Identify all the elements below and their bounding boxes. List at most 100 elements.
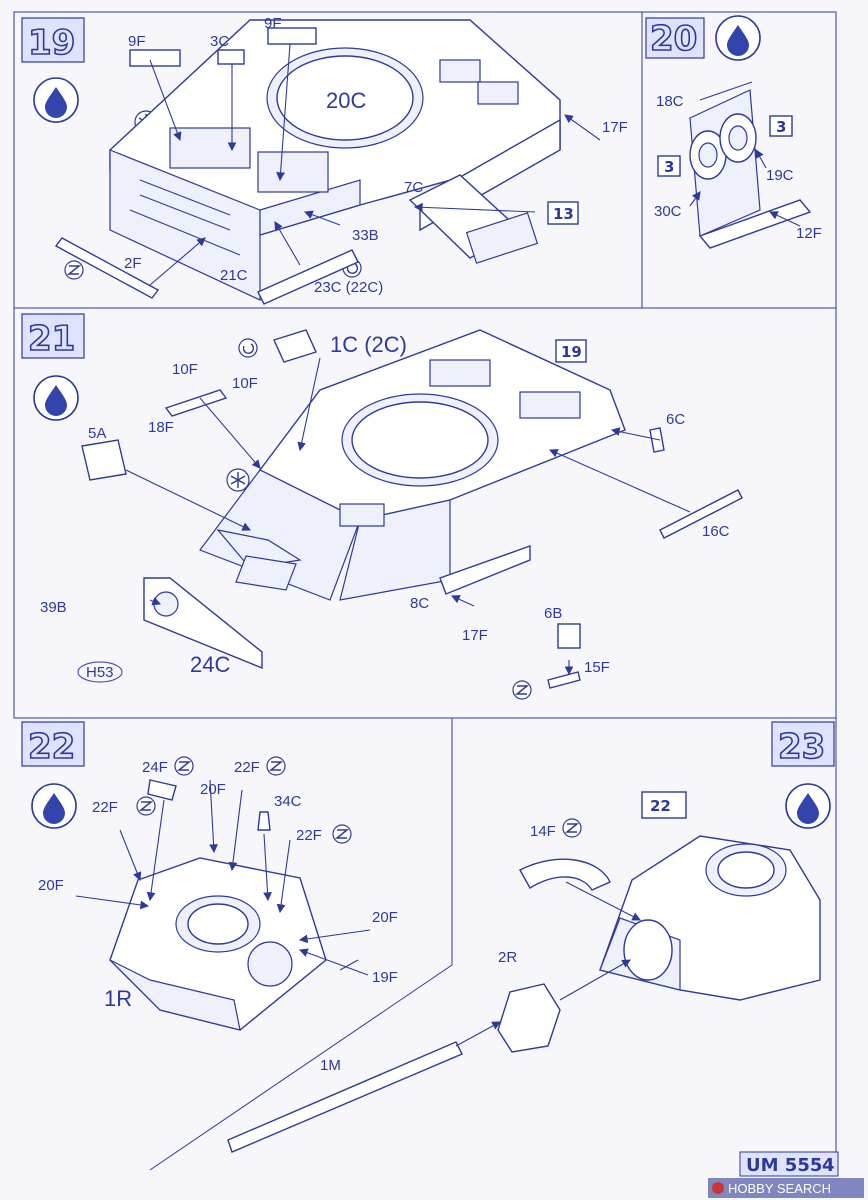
steps-22-23-frame <box>14 717 837 1171</box>
label-17F: 17F <box>602 119 628 136</box>
label-22F-b: 22F <box>92 799 118 816</box>
step-21-number: 21 <box>28 319 75 359</box>
label-20F-a: 20F <box>200 781 226 798</box>
part-15F <box>547 671 581 689</box>
label-8C: 8C <box>410 595 429 612</box>
part-9F-a <box>129 49 181 67</box>
step-19-number: 19 <box>28 23 75 63</box>
watermark: HOBBY SEARCH <box>728 1181 831 1196</box>
label-6B: 6B <box>544 605 562 622</box>
label-5A: 5A <box>88 425 106 442</box>
label-20F-b: 20F <box>38 877 64 894</box>
step-23: 23 22 14F 2R <box>455 721 835 1053</box>
cut-icon <box>332 824 352 844</box>
step-23-badge: 23 <box>771 721 835 768</box>
label-H53: H53 <box>86 664 114 681</box>
step-20-badge: 20 <box>645 17 705 60</box>
label-33B: 33B <box>352 227 379 244</box>
part-2F <box>54 237 160 299</box>
footer-page: 4 <box>822 1155 835 1176</box>
cut-icon <box>64 260 84 280</box>
label-30C: 30C <box>654 203 682 220</box>
label-15F: 15F <box>584 659 610 676</box>
part-18F <box>164 389 228 417</box>
part-34C <box>257 811 271 831</box>
cut-icon <box>512 680 532 700</box>
label-23C-22C: 23C (22C) <box>314 279 383 296</box>
label-20F-c: 20F <box>372 909 398 926</box>
step-22-turret <box>109 857 327 1031</box>
part-14F <box>519 858 611 891</box>
water-drop-icon <box>785 783 831 829</box>
part-23C <box>257 249 359 305</box>
glue-icon <box>238 338 258 358</box>
step-23-number: 23 <box>778 727 825 767</box>
step-21-hull <box>199 329 626 601</box>
water-drop-icon <box>33 375 79 421</box>
cut-icon <box>266 756 286 776</box>
part-1M-barrel <box>227 1041 463 1153</box>
label-34C: 34C <box>274 793 302 810</box>
part-1C <box>273 329 317 363</box>
label-19C: 19C <box>766 167 794 184</box>
water-drop-icon <box>715 15 761 61</box>
step-21: 21 19 <box>21 313 743 700</box>
label-12F: 12F <box>796 225 822 242</box>
label-18F: 18F <box>148 419 174 436</box>
label-21C: 21C <box>220 267 248 284</box>
step-19-badge: 19 <box>21 17 85 64</box>
label-2F: 2F <box>124 255 142 272</box>
part-13-sprue <box>465 212 539 264</box>
label-22F-a: 22F <box>234 759 260 776</box>
part-3C <box>217 49 245 65</box>
label-10F-a: 10F <box>172 361 198 378</box>
part-19F <box>339 959 359 971</box>
ref-13: 13 <box>553 205 574 223</box>
step-19: 19 13 <box>21 15 628 305</box>
label-14F: 14F <box>530 823 556 840</box>
cut-icon <box>562 818 582 838</box>
footer-code: UM 555 <box>746 1155 822 1176</box>
step-20-bracket <box>689 81 812 249</box>
cut-icon <box>136 796 156 816</box>
label-6C: 6C <box>666 411 685 428</box>
label-16C: 16C <box>702 523 730 540</box>
ref-22: 22 <box>650 797 671 815</box>
step-22: 22 24F 22F 20F 22F 34C 22F 20F <box>21 721 463 1153</box>
label-9F-b: 9F <box>264 15 282 32</box>
step-20: 20 3 3 18C 19C 30C 12F <box>645 15 822 249</box>
label-24F: 24F <box>142 759 168 776</box>
label-1C-2C: 1C (2C) <box>330 332 407 357</box>
label-22F-c: 22F <box>296 827 322 844</box>
label-7C: 7C <box>404 179 423 196</box>
part-2R <box>497 983 561 1053</box>
part-6B <box>557 623 581 649</box>
ref-3-b: 3 <box>664 158 674 176</box>
paint-H53-oval <box>77 661 123 683</box>
part-9F-b <box>267 27 317 45</box>
label-19F: 19F <box>372 969 398 986</box>
label-10F-b: 10F <box>232 375 258 392</box>
water-drop-icon <box>33 77 79 123</box>
part-6C <box>649 427 665 453</box>
label-2R: 2R <box>498 949 517 966</box>
cut-icon <box>174 756 194 776</box>
step-21-badge: 21 <box>21 313 85 360</box>
label-1M: 1M <box>320 1057 341 1074</box>
label-24C: 24C <box>190 652 230 677</box>
water-drop-icon <box>31 783 77 829</box>
label-18C: 18C <box>656 93 684 110</box>
footer: UM 555 4 HOBBY SEARCH <box>708 1151 864 1198</box>
label-3C: 3C <box>210 33 229 50</box>
ref-13-box <box>547 201 579 225</box>
ref-19: 19 <box>561 343 582 361</box>
label-9F-a: 9F <box>128 33 146 50</box>
part-24F <box>147 779 177 801</box>
step-22-number: 22 <box>28 727 75 767</box>
label-1R: 1R <box>104 986 132 1011</box>
part-16C <box>659 489 743 539</box>
step-20-number: 20 <box>650 19 697 59</box>
part-8C <box>439 545 531 595</box>
snowflake-icon <box>226 468 250 492</box>
